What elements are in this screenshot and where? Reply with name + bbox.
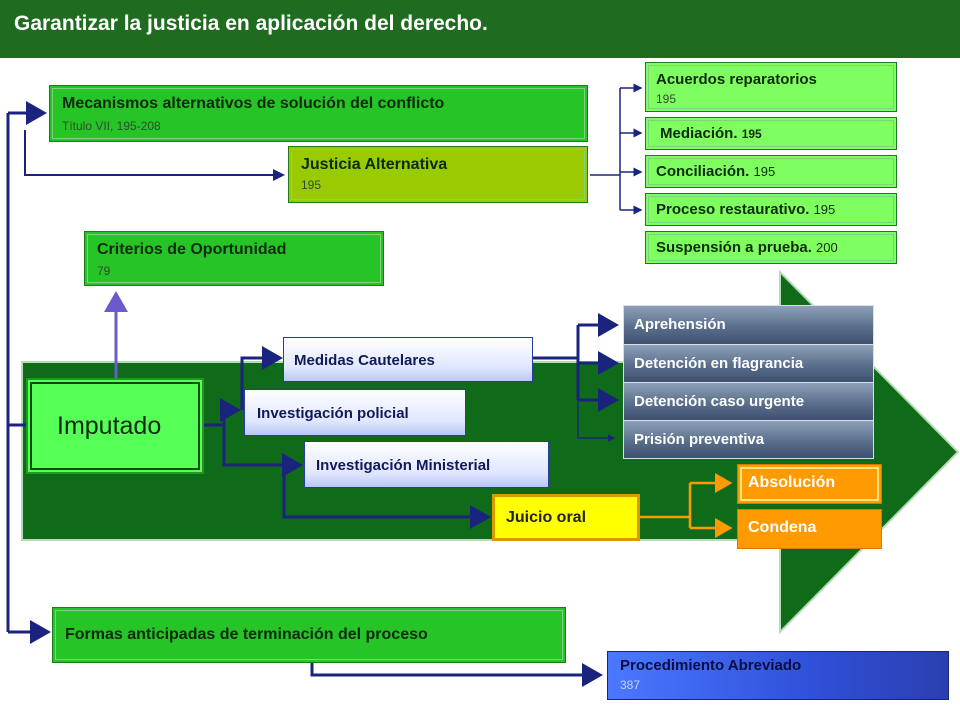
absolucion-label: Absolución	[748, 474, 836, 491]
prision-label: Prisión preventiva	[634, 431, 765, 448]
conciliacion-ref: 195	[753, 164, 776, 179]
conciliacion-box: Conciliación. 195	[645, 155, 897, 188]
proceso-restaurativo-label: Proceso restaurativo.	[656, 201, 810, 218]
mecanismos-label: Mecanismos alternativos de solución del …	[62, 95, 445, 112]
caso-urgente-box: Detención caso urgente	[623, 382, 874, 421]
proceso-restaurativo-ref: 195	[813, 202, 836, 217]
mediacion-label: Mediación.	[660, 125, 738, 142]
medidas-box: Medidas Cautelares	[283, 337, 533, 382]
criterios-sub: 79	[97, 264, 111, 278]
justicia-label: Justicia Alternativa	[301, 156, 448, 173]
abreviado-label: Procedimiento Abreviado	[620, 657, 802, 674]
mecanismos-box: Mecanismos alternativos de solución del …	[49, 85, 588, 142]
mediacion-ref: 195	[741, 127, 762, 141]
inv-policial-label: Investigación policial	[257, 405, 409, 422]
flagrancia-label: Detención en flagrancia	[634, 355, 804, 372]
inv-policial-box: Investigación policial	[244, 389, 466, 436]
abreviado-box: Procedimiento Abreviado 387	[607, 651, 949, 700]
absolucion-box: Absolución	[737, 464, 882, 504]
justicia-box: Justicia Alternativa 195	[288, 146, 588, 203]
conciliacion-label: Conciliación.	[656, 163, 750, 180]
condena-label: Condena	[748, 519, 817, 536]
medidas-label: Medidas Cautelares	[294, 352, 435, 369]
inv-ministerial-label: Investigación Ministerial	[316, 457, 491, 474]
imputado-label: Imputado	[57, 412, 162, 440]
suspension-ref: 200	[816, 240, 838, 255]
formas-box: Formas anticipadas de terminación del pr…	[52, 607, 566, 663]
acuerdos-box: Acuerdos reparatorios 195	[645, 62, 897, 112]
criterios-label: Criterios de Oportunidad	[97, 241, 287, 258]
page-title: Garantizar la justicia en aplicación del…	[14, 12, 488, 35]
juicio-label: Juicio oral	[506, 509, 587, 526]
mecanismos-sub: Título VII, 195-208	[62, 119, 161, 133]
prision-box: Prisión preventiva	[623, 420, 874, 459]
aprehension-box: Aprehensión	[623, 305, 874, 345]
condena-box: Condena	[737, 509, 882, 549]
inv-ministerial-box: Investigación Ministerial	[304, 441, 549, 488]
suspension-box: Suspensión a prueba. 200	[645, 231, 897, 264]
aprehension-label: Aprehensión	[634, 316, 726, 333]
flagrancia-box: Detención en flagrancia	[623, 344, 874, 383]
justicia-sub: 195	[301, 178, 322, 192]
criterios-box: Criterios de Oportunidad 79	[84, 231, 384, 286]
caso-urgente-label: Detención caso urgente	[634, 393, 805, 410]
acuerdos-label: Acuerdos reparatorios	[656, 71, 817, 88]
suspension-label: Suspensión a prueba.	[656, 239, 812, 256]
formas-label: Formas anticipadas de terminación del pr…	[65, 626, 428, 643]
juicio-box: Juicio oral	[492, 494, 640, 541]
proceso-restaurativo-box: Proceso restaurativo. 195	[645, 193, 897, 226]
mediacion-box: Mediación. 195	[645, 117, 897, 150]
acuerdos-sub: 195	[656, 92, 677, 106]
abreviado-sub: 387	[620, 678, 641, 692]
header-bar: Garantizar la justicia en aplicación del…	[0, 0, 960, 58]
imputado-box: Imputado	[26, 378, 204, 474]
